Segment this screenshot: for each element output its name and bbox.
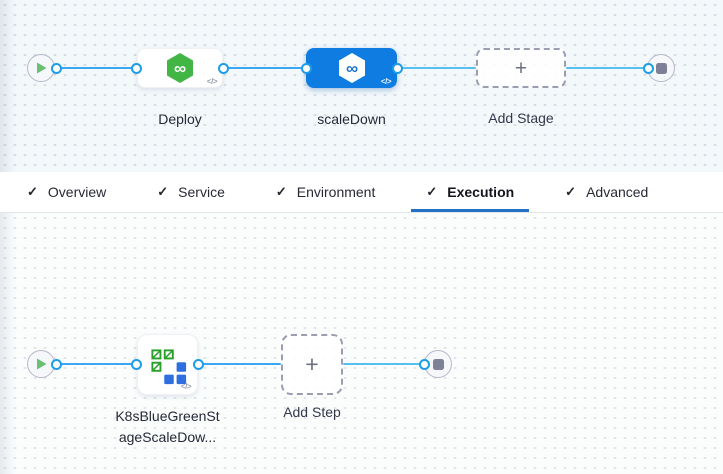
- edge-start-to-step: [56, 363, 136, 365]
- svg-text:∞: ∞: [345, 59, 357, 78]
- tab-service[interactable]: ✓ Service: [142, 172, 240, 212]
- stage-card-scaledown[interactable]: ∞ </>: [306, 48, 397, 88]
- step-label-line2: ageScaleDow...: [118, 429, 217, 445]
- tab-label: Environment: [296, 184, 376, 200]
- check-icon: ✓: [275, 184, 287, 199]
- port-end-in: [642, 62, 654, 74]
- port-step-in: [130, 358, 142, 370]
- plus-icon: +: [514, 56, 528, 80]
- port-step-out: [192, 358, 204, 370]
- tab-label: Advanced: [586, 184, 649, 200]
- check-icon: ✓: [157, 184, 169, 199]
- left-edge-shadow: [0, 213, 16, 474]
- port-scaledown-out: [391, 62, 403, 74]
- stage-label-deploy: Deploy: [158, 111, 202, 127]
- play-icon: [36, 62, 46, 74]
- plus-icon: +: [305, 351, 319, 377]
- pipeline-start-node: [27, 54, 55, 82]
- step-label: K8sBlueGreenSt ageScaleDow...: [104, 406, 231, 448]
- port-scaledown-in: [300, 62, 312, 74]
- add-step-label: Add Step: [283, 404, 341, 420]
- tab-label: Overview: [47, 184, 107, 200]
- add-stage-label: Add Stage: [488, 110, 554, 126]
- check-icon: ✓: [565, 184, 577, 199]
- edge-deploy-to-scaledown: [223, 67, 306, 69]
- execution-start-node: [27, 350, 55, 378]
- stage-graph-canvas: ∞ </> ∞ </> + Deploy scaleDown Add Stage: [0, 0, 723, 172]
- tab-advanced[interactable]: ✓ Advanced: [550, 172, 663, 212]
- tab-environment[interactable]: ✓ Environment: [261, 172, 391, 212]
- execution-step-canvas: </> + K8sBlueGreenSt ageScaleDow... Add …: [0, 213, 723, 474]
- add-step-button[interactable]: +: [281, 334, 343, 395]
- port-start-out: [50, 358, 62, 370]
- stage-card-deploy[interactable]: ∞ </>: [137, 48, 223, 88]
- port-end-in: [418, 358, 430, 370]
- step-label-line1: K8sBlueGreenSt: [115, 408, 220, 424]
- step-card-k8s-blue-green-scale-down[interactable]: </>: [137, 334, 198, 395]
- port-deploy-out: [217, 62, 229, 74]
- tab-label: Service: [178, 184, 225, 200]
- edge-addstep-to-end: [343, 363, 424, 365]
- code-badge-icon: </>: [180, 382, 192, 391]
- tab-overview[interactable]: ✓ Overview: [12, 172, 121, 212]
- code-badge-icon: </>: [206, 77, 218, 86]
- stage-label-scaledown: scaleDown: [317, 111, 386, 127]
- edge-start-to-deploy: [56, 67, 136, 69]
- edge-scaledown-to-addstage: [397, 67, 476, 69]
- port-deploy-in: [130, 62, 142, 74]
- stop-icon: [655, 62, 667, 74]
- check-icon: ✓: [426, 184, 438, 199]
- cd-hexagon-icon: ∞: [167, 53, 193, 83]
- tab-execution[interactable]: ✓ Execution: [411, 172, 530, 212]
- code-badge-icon: </>: [380, 77, 392, 86]
- stop-icon: [432, 358, 444, 370]
- port-start-out: [50, 62, 62, 74]
- edge-addstage-to-end: [566, 67, 648, 69]
- check-icon: ✓: [27, 184, 38, 199]
- edge-step-to-addstep: [198, 363, 281, 365]
- left-edge-shadow: [0, 0, 16, 172]
- tab-label: Execution: [447, 184, 515, 200]
- active-tab-underline: [411, 209, 530, 212]
- k8s-blue-green-icon: [151, 349, 187, 385]
- play-icon: [36, 358, 46, 370]
- svg-text:∞: ∞: [174, 59, 186, 78]
- cd-hexagon-icon: ∞: [338, 53, 365, 83]
- stage-config-tabbar: ✓ Overview ✓ Service ✓ Environment ✓ Exe…: [0, 172, 723, 213]
- add-stage-button[interactable]: +: [476, 48, 566, 88]
